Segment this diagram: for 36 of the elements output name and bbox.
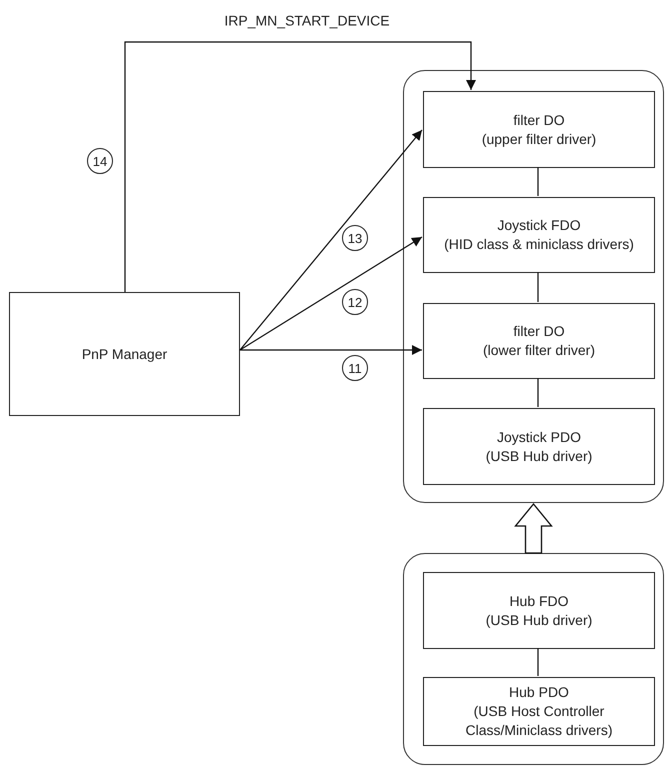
connector-line bbox=[537, 378, 539, 407]
process-box bbox=[9, 292, 240, 416]
process-box bbox=[423, 408, 655, 485]
node-title: filter DO bbox=[513, 110, 565, 130]
connector-line bbox=[537, 272, 539, 302]
node-subtitle: (lower filter driver) bbox=[482, 341, 595, 360]
node-subtitle: (USB Host Controller Class/Miniclass drivers) bbox=[464, 702, 614, 740]
arrow bbox=[124, 41, 476, 292]
callout-number: 14 bbox=[87, 148, 113, 174]
node-subtitle: (upper filter driver) bbox=[482, 130, 596, 148]
process-box bbox=[423, 677, 655, 746]
node-subtitle: (USB Hub driver) bbox=[486, 610, 592, 630]
process-box bbox=[423, 303, 655, 379]
arrow bbox=[240, 130, 422, 350]
group-frame bbox=[403, 553, 664, 765]
callout-number: 11 bbox=[342, 355, 368, 381]
node-subtitle: (HID class & miniclass drivers) bbox=[444, 235, 634, 254]
node-title: Hub FDO bbox=[509, 592, 569, 610]
connector-line bbox=[537, 648, 539, 676]
node-title: Joystick FDO bbox=[497, 216, 581, 235]
hollow-block-arrow bbox=[514, 502, 553, 554]
node-subtitle: (USB Hub driver) bbox=[486, 446, 592, 466]
signal-label: IRP_MN_START_DEVICE bbox=[224, 12, 390, 30]
process-box bbox=[423, 197, 655, 273]
connector-line bbox=[537, 167, 539, 196]
node-title: Hub PDO bbox=[509, 683, 569, 702]
arrow bbox=[240, 236, 422, 350]
process-box bbox=[423, 572, 655, 649]
callout-number: 13 bbox=[342, 225, 368, 251]
group-frame bbox=[403, 70, 664, 503]
process-box bbox=[423, 91, 655, 168]
arrow bbox=[240, 345, 422, 355]
node-title: PnP Manager bbox=[82, 344, 168, 364]
callout-number: 12 bbox=[342, 289, 368, 315]
node-title: Joystick PDO bbox=[496, 428, 581, 446]
node-title: filter DO bbox=[513, 322, 565, 341]
